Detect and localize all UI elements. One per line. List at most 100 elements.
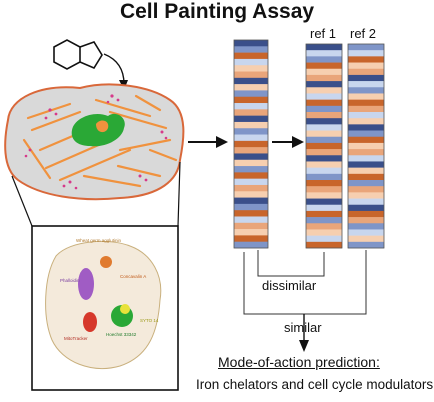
profile-stripe — [348, 142, 384, 150]
stain-label-phalloidin: Phalloidin — [60, 278, 80, 283]
profile-stripe — [306, 149, 342, 156]
profile-stripe — [234, 96, 268, 104]
profile-stripe — [234, 166, 268, 173]
profile-stripe — [306, 87, 342, 94]
profile-stripe — [234, 159, 268, 167]
ref1-label: ref 1 — [310, 26, 337, 41]
profile-stripe — [306, 74, 342, 82]
stain-label-concanavalin: Concavalin A — [120, 274, 147, 279]
profile-stripe — [348, 161, 384, 168]
dissimilar-label: dissimilar — [262, 278, 317, 293]
profile-stripe — [306, 173, 342, 181]
profile-stripe — [234, 115, 268, 123]
profile-stripe — [348, 186, 384, 193]
profile-stripe — [348, 204, 384, 212]
stain-label-hoechst: Hoechst 33342 — [106, 332, 137, 337]
profile-stripe — [234, 241, 268, 249]
profile-stripe — [348, 118, 384, 125]
profile-stripe — [234, 109, 268, 116]
profile-stripe — [348, 105, 384, 113]
profile-stripe — [306, 217, 342, 224]
profile-stripe — [234, 197, 268, 205]
profile-stripe — [234, 203, 268, 211]
profile-stripe — [348, 99, 384, 107]
profile-stripe — [306, 130, 342, 138]
profile-stripe — [234, 77, 268, 85]
profile-stripe — [348, 136, 384, 144]
profile-stripe — [348, 167, 384, 175]
profile-stripe — [348, 112, 384, 119]
profile-stripe — [234, 191, 268, 198]
profile-stripe — [306, 105, 342, 113]
ref1-bars — [305, 43, 343, 249]
profile-stripe — [234, 52, 268, 60]
profile-stripe — [348, 87, 384, 94]
profile-stripe — [348, 241, 384, 249]
profile-bars — [233, 39, 269, 249]
profile-stripe — [234, 46, 268, 53]
profile-stripe — [348, 93, 384, 100]
profile-stripe — [234, 65, 268, 72]
profile-stripe — [306, 44, 342, 51]
profile-stripe — [306, 155, 342, 162]
profile-stripe — [348, 50, 384, 57]
profile-outline — [233, 39, 269, 249]
stain-label-syto: SYTO 14 — [140, 318, 159, 323]
profile-stripe — [348, 155, 384, 162]
ref2-label: ref 2 — [350, 26, 377, 41]
profile-stripe — [348, 210, 384, 218]
profile-stripe — [348, 62, 384, 70]
comparison-lines — [243, 250, 367, 315]
profile-stripe — [348, 130, 384, 138]
cell-to-profile-arrowhead — [216, 136, 228, 148]
profile-stripe — [234, 178, 268, 186]
cell-dots — [24, 94, 168, 190]
profile-stripe — [306, 118, 342, 125]
profile-stripe — [234, 128, 268, 135]
moa-heading: Mode-of-action prediction: — [218, 354, 380, 370]
profile-stripe — [348, 74, 384, 82]
nucleolus — [96, 120, 109, 133]
profile-stripe — [234, 210, 268, 217]
molecule-structure-icon — [53, 39, 103, 70]
profile-stripe — [234, 40, 268, 47]
stained-cell-drawing — [45, 240, 162, 369]
profile-stripe — [306, 99, 342, 107]
profile-stripe — [234, 229, 268, 236]
profile-stripe — [306, 204, 342, 212]
profile-stripe — [234, 235, 268, 242]
profile-stripe — [306, 198, 342, 206]
profile-stripe — [348, 198, 384, 206]
cell-drawing — [4, 83, 185, 201]
profile-stripe — [306, 229, 342, 236]
stain-label-mitotracker: MitoTracker — [64, 336, 88, 341]
concanavalin-body — [100, 256, 112, 268]
profile-stripe — [348, 217, 384, 224]
profile-stripe — [234, 184, 268, 192]
profile-stripe — [234, 103, 268, 110]
figure-title: Cell Painting Assay — [119, 0, 315, 23]
profile-stripe — [234, 58, 268, 66]
profile-stripe — [306, 93, 342, 100]
similar-label: similar — [284, 320, 322, 335]
profile-stripe — [348, 173, 384, 181]
profile-stripe — [306, 136, 342, 144]
profile-stripe — [348, 56, 384, 63]
molecule-to-cell-arrow — [103, 53, 125, 85]
profile-stripe — [348, 192, 384, 199]
profile-stripe — [234, 84, 268, 91]
profile-stripe — [306, 112, 342, 119]
phalloidin-body — [78, 268, 94, 300]
profile-stripe — [348, 180, 384, 187]
profile-stripe — [306, 167, 342, 175]
profile-stripe — [306, 180, 342, 187]
profile-outline — [305, 43, 343, 249]
profile-stripe — [306, 81, 342, 88]
syto-body — [120, 304, 130, 314]
profile-stripe — [234, 140, 268, 148]
profile-stripe — [306, 124, 342, 131]
profile-stripe — [306, 161, 342, 168]
ref2-bars — [347, 43, 385, 249]
